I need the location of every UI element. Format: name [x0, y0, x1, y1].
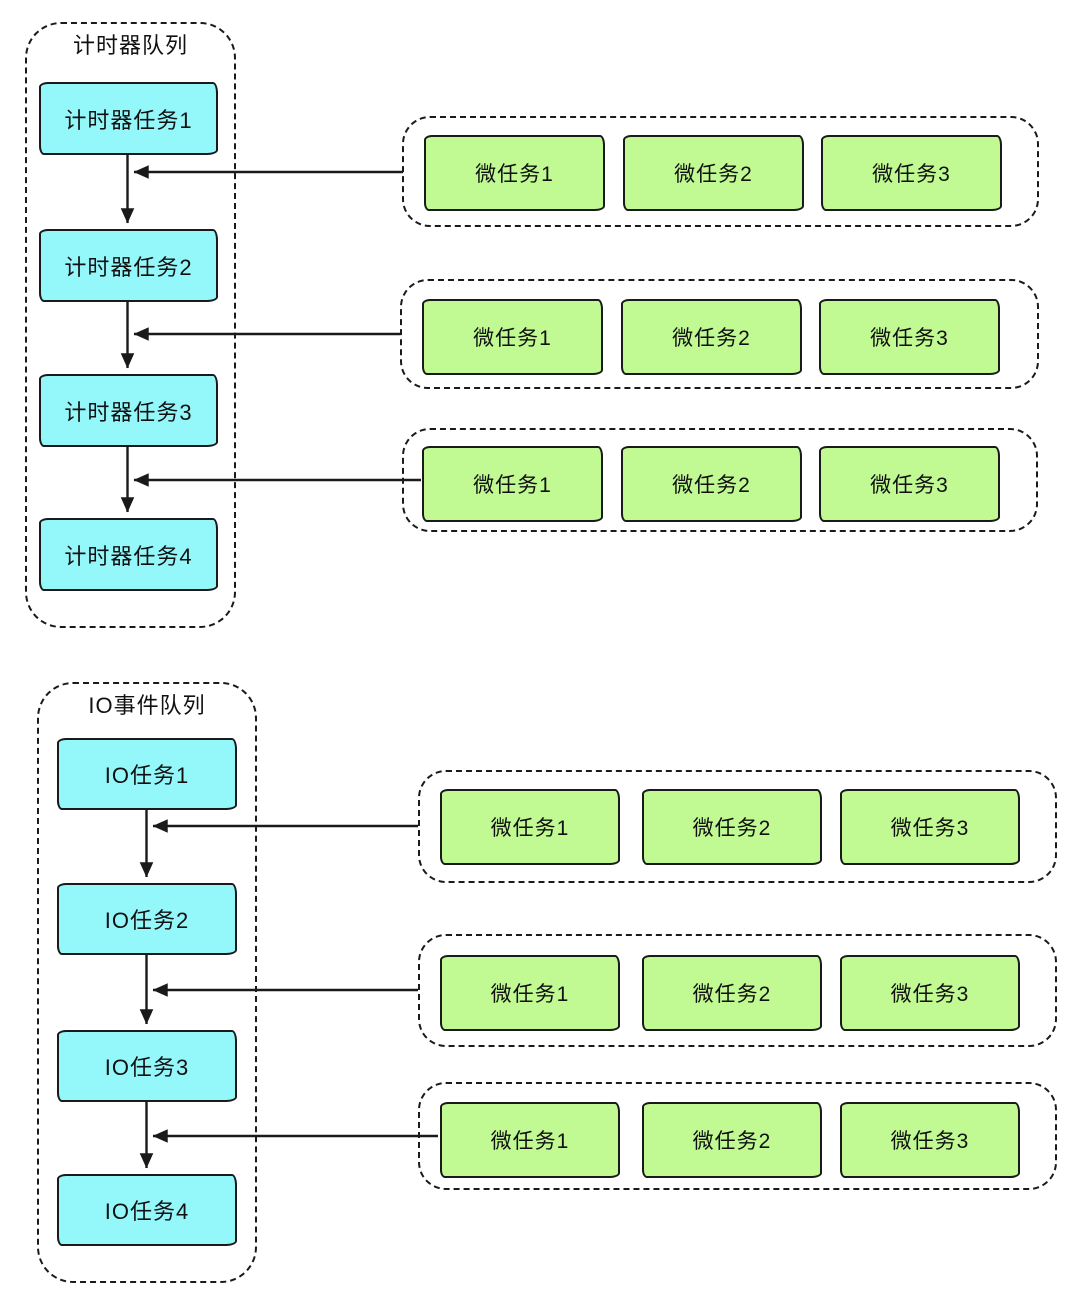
microtask-box-2: 微任务2 [623, 135, 804, 211]
io-task-4: IO任务4 [57, 1174, 237, 1246]
io-queue-container: IO事件队列 IO任务1 IO任务2 IO任务3 IO任务4 [37, 682, 257, 1283]
io-microtask-group-2: 微任务1 微任务2 微任务3 [418, 934, 1057, 1047]
microtask-box-3: 微任务3 [840, 1102, 1020, 1178]
microtask-box-1: 微任务1 [440, 1102, 620, 1178]
microtask-box-2: 微任务2 [642, 789, 822, 865]
microtask-box-1: 微任务1 [440, 789, 620, 865]
timer-task-4: 计时器任务4 [39, 518, 218, 591]
microtask-box-1: 微任务1 [440, 955, 620, 1031]
timer-microtask-group-1: 微任务1 微任务2 微任务3 [402, 116, 1039, 227]
microtask-box-1: 微任务1 [422, 299, 603, 375]
timer-task-3: 计时器任务3 [39, 374, 218, 447]
microtask-box-2: 微任务2 [642, 1102, 822, 1178]
microtask-box-1: 微任务1 [422, 446, 603, 522]
timer-microtask-group-3: 微任务1 微任务2 微任务3 [402, 428, 1038, 532]
io-queue-title: IO事件队列 [88, 693, 206, 718]
microtask-box-1: 微任务1 [424, 135, 605, 211]
timer-task-2: 计时器任务2 [39, 229, 218, 302]
io-microtask-group-1: 微任务1 微任务2 微任务3 [418, 770, 1057, 883]
timer-queue-container: 计时器队列 计时器任务1 计时器任务2 计时器任务3 计时器任务4 [25, 22, 236, 628]
io-microtask-group-3: 微任务1 微任务2 微任务3 [418, 1082, 1057, 1190]
microtask-box-2: 微任务2 [642, 955, 822, 1031]
timer-task-1: 计时器任务1 [39, 82, 218, 155]
microtask-box-3: 微任务3 [819, 299, 1000, 375]
microtask-box-3: 微任务3 [819, 446, 1000, 522]
microtask-box-2: 微任务2 [621, 446, 802, 522]
io-task-2: IO任务2 [57, 883, 237, 955]
microtask-box-3: 微任务3 [840, 789, 1020, 865]
io-task-1: IO任务1 [57, 738, 237, 810]
timer-microtask-group-2: 微任务1 微任务2 微任务3 [400, 279, 1039, 389]
microtask-box-3: 微任务3 [840, 955, 1020, 1031]
microtask-box-3: 微任务3 [821, 135, 1002, 211]
timer-queue-title: 计时器队列 [72, 33, 188, 58]
io-task-3: IO任务3 [57, 1030, 237, 1102]
microtask-box-2: 微任务2 [621, 299, 802, 375]
